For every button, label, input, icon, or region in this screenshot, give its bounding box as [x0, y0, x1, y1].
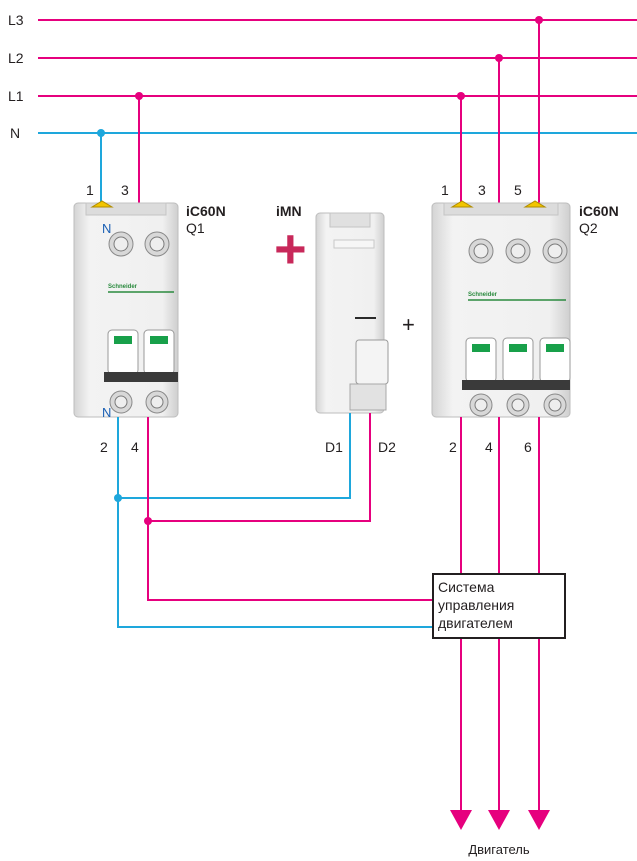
q2-terminal-1: 1 [441, 182, 449, 198]
imn-plus-black: + [402, 312, 415, 337]
junction-dot [135, 92, 143, 100]
q1-ref: Q1 [186, 220, 205, 236]
q1-neutral-mark-bottom: N [102, 405, 111, 420]
q1-breaker: Schneider [73, 200, 179, 418]
bus-l3-label: L3 [8, 12, 24, 28]
q2-brand: Schneider [468, 292, 498, 298]
arrow-down-icon [528, 810, 550, 830]
control-box-line-3: двигателем [438, 615, 513, 631]
q2-terminal-2: 2 [449, 439, 457, 455]
q2-feed-wires [457, 16, 543, 210]
q2-breaker: Schneider [431, 200, 571, 418]
q2-ref: Q2 [579, 220, 598, 236]
imn-accessory [315, 212, 389, 414]
q1-terminal-3: 3 [121, 182, 129, 198]
bus-l2-label: L2 [8, 50, 24, 66]
arrow-down-icon [450, 810, 472, 830]
q1-feed-wires [97, 92, 143, 210]
q1-terminal-1: 1 [86, 182, 94, 198]
q1-neutral-mark-top: N [102, 221, 111, 236]
q2-clamp-icon [523, 200, 547, 208]
q2-terminal-6: 6 [524, 439, 532, 455]
motor-label: Двигатель [468, 842, 530, 857]
q2-terminal-4: 4 [485, 439, 493, 455]
junction-dot [97, 129, 105, 137]
control-box-line-2: управления [438, 597, 514, 613]
junction-dot [144, 517, 152, 525]
imn-handle [355, 339, 389, 385]
q1-terminal-4: 4 [131, 439, 139, 455]
q1-terminal-2: 2 [100, 439, 108, 455]
q1-model: iC60N [186, 203, 226, 219]
control-box-line-1: Система [438, 579, 495, 595]
junction-dot [114, 494, 122, 502]
junction-dot [495, 54, 503, 62]
imn-terminal-d1: D1 [325, 439, 343, 455]
q2-model: iC60N [579, 203, 619, 219]
control-wiring [114, 413, 433, 628]
junction-dot [535, 16, 543, 24]
imn-plus-red: + [274, 217, 307, 280]
q2-terminal-3: 3 [478, 182, 486, 198]
imn-terminal-d2: D2 [378, 439, 396, 455]
q1-brand: Schneider [108, 284, 138, 290]
bus-n-label: N [10, 125, 20, 141]
arrow-down-icon [488, 810, 510, 830]
q1-clamp-icon [90, 200, 114, 208]
imn-model: iMN [276, 203, 302, 219]
junction-dot [457, 92, 465, 100]
q2-clamp-icon [450, 200, 474, 208]
bus-l1-label: L1 [8, 88, 24, 104]
q2-terminal-5: 5 [514, 182, 522, 198]
control-box [432, 573, 566, 639]
